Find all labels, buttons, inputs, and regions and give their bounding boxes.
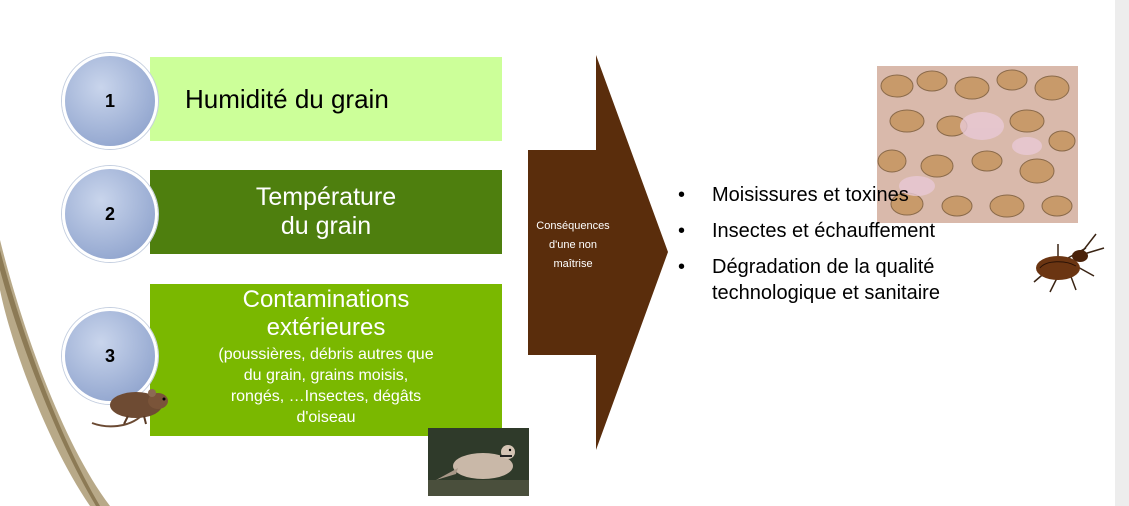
dove-image xyxy=(428,428,529,496)
step3-title-line1: Contaminations xyxy=(243,286,410,314)
step1-number: 1 xyxy=(105,91,115,112)
step1-box: Humidité du grain xyxy=(150,57,502,141)
weevil-image xyxy=(1018,230,1106,296)
step3-desc-line3: rongés, …Insectes, dégâts xyxy=(218,386,433,407)
step3-number: 3 xyxy=(105,346,115,367)
consequence-2: Insectes et échauffement xyxy=(712,220,935,242)
list-item: • Moisissures et toxines xyxy=(672,182,1052,208)
consequence-1: Moisissures et toxines xyxy=(712,184,909,206)
arrow-text-line3: maîtrise xyxy=(533,255,613,274)
arrow-text-line1: Conséquences xyxy=(533,217,613,236)
arrow-text: Conséquences d'une non maîtrise xyxy=(533,217,613,274)
bullet-icon: • xyxy=(678,254,685,280)
step1-number-circle: 1 xyxy=(62,53,158,149)
list-item: • Dégradation de la qualité technologiqu… xyxy=(672,254,1052,306)
consequence-3: Dégradation de la qualité technologique … xyxy=(712,256,940,304)
rat-image xyxy=(88,383,172,431)
step3-desc-line1: (poussières, débris autres que xyxy=(218,344,433,365)
step3-desc-line2: du grain, grains moisis, xyxy=(218,365,433,386)
step2-number-circle: 2 xyxy=(62,166,158,262)
bullet-icon: • xyxy=(678,218,685,244)
step3-description: (poussières, débris autres que du grain,… xyxy=(218,344,433,428)
step3-desc-line4: d'oiseau xyxy=(218,407,433,428)
step2-box: Température du grain xyxy=(150,170,502,254)
step3-box: Contaminations extérieures (poussières, … xyxy=(150,284,502,436)
consequences-list: • Moisissures et toxines • Insectes et é… xyxy=(672,182,1052,320)
list-item: • Insectes et échauffement xyxy=(672,218,1052,244)
step3-title-line2: extérieures xyxy=(267,314,386,342)
step2-label-line2: du grain xyxy=(281,212,371,241)
right-edge-panel xyxy=(1115,0,1129,506)
step2-label-line1: Température xyxy=(256,183,396,212)
step1-label: Humidité du grain xyxy=(185,84,389,115)
bullet-icon: • xyxy=(678,182,685,208)
arrow-text-line2: d'une non xyxy=(533,236,613,255)
step2-number: 2 xyxy=(105,204,115,225)
